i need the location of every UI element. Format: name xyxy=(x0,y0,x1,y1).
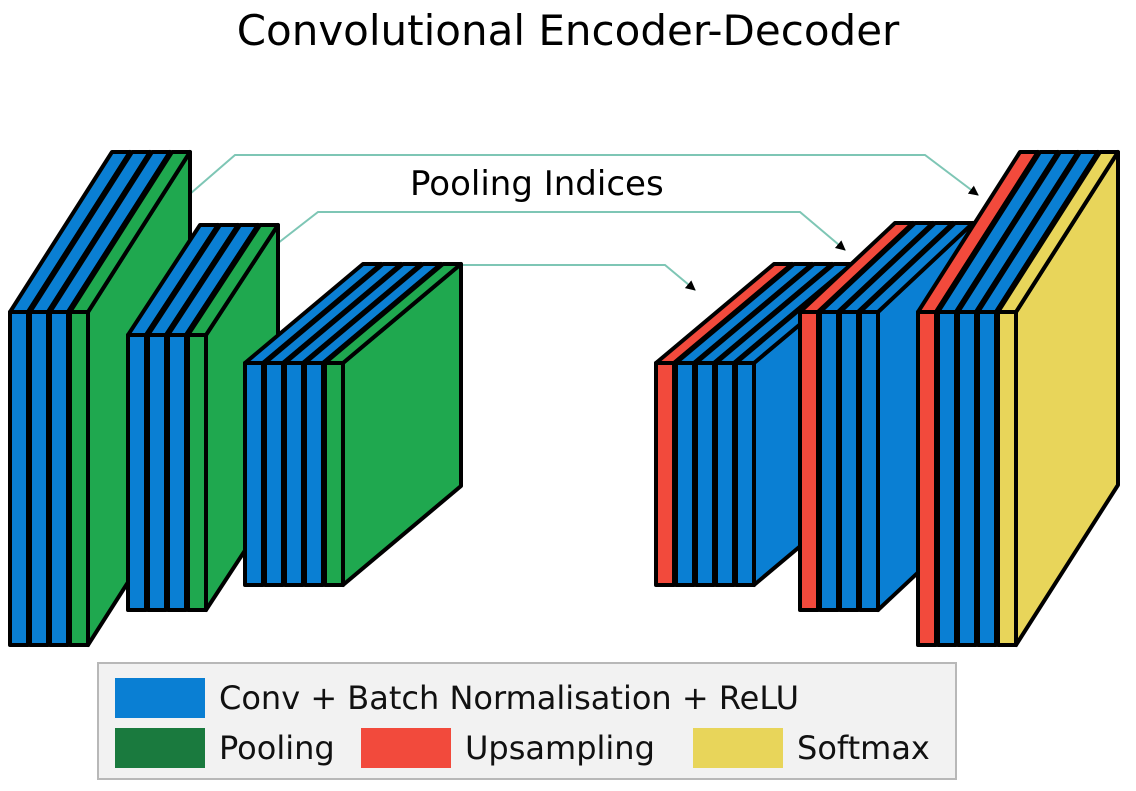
legend-swatch-upsampling xyxy=(361,728,451,768)
encoder-block-3 xyxy=(243,262,463,587)
decoder-block-3 xyxy=(916,150,1120,647)
layer-conv xyxy=(694,361,716,587)
legend-label-upsampling: Upsampling xyxy=(465,729,655,767)
legend-swatch-softmax xyxy=(693,728,783,768)
layer-conv xyxy=(126,333,148,612)
encoder-block-2 xyxy=(126,223,280,612)
pooling-indices-label: Pooling Indices xyxy=(410,164,664,204)
layer-conv xyxy=(283,361,305,587)
pooling-indices-arrow-2 xyxy=(272,211,846,251)
layer-conv xyxy=(48,310,70,647)
legend-label-pooling: Pooling xyxy=(219,729,335,767)
legend-item-conv: Conv + Batch Normalisation + ReLU xyxy=(115,678,799,718)
legend-item-pooling: Pooling xyxy=(115,728,335,768)
layer-conv xyxy=(263,361,285,587)
layer-pool xyxy=(68,310,90,647)
layer-conv xyxy=(166,333,188,612)
legend-item-softmax: Softmax xyxy=(693,728,930,768)
layer-conv xyxy=(28,310,50,647)
legend-label-softmax: Softmax xyxy=(797,729,930,767)
layer-conv xyxy=(818,310,840,612)
layer-upsample xyxy=(916,310,938,647)
layer-pool xyxy=(186,333,208,612)
layer-conv xyxy=(734,361,756,587)
diagram-title: Convolutional Encoder-Decoder xyxy=(236,6,900,55)
layer-conv xyxy=(858,310,880,612)
layer-upsample xyxy=(798,310,820,612)
layer-pool xyxy=(323,361,345,587)
layer-conv xyxy=(936,310,958,647)
layer-conv xyxy=(146,333,168,612)
layer-conv xyxy=(956,310,978,647)
layer-conv xyxy=(674,361,696,587)
layer-conv xyxy=(8,310,30,647)
layer-conv xyxy=(714,361,736,587)
legend-item-upsampling: Upsampling xyxy=(361,728,655,768)
legend-label-conv: Conv + Batch Normalisation + ReLU xyxy=(219,679,799,717)
pooling-indices-arrow-1 xyxy=(182,154,979,201)
legend-swatch-conv xyxy=(115,678,205,718)
layer-softmax xyxy=(996,310,1018,647)
layer-upsample xyxy=(654,361,676,587)
layer-conv xyxy=(243,361,265,587)
layer-conv xyxy=(303,361,325,587)
layer-conv xyxy=(838,310,860,612)
layer-blocks xyxy=(8,150,1120,647)
legend: Conv + Batch Normalisation + ReLU Poolin… xyxy=(97,662,957,780)
layer-conv xyxy=(976,310,998,647)
legend-swatch-pooling xyxy=(115,728,205,768)
